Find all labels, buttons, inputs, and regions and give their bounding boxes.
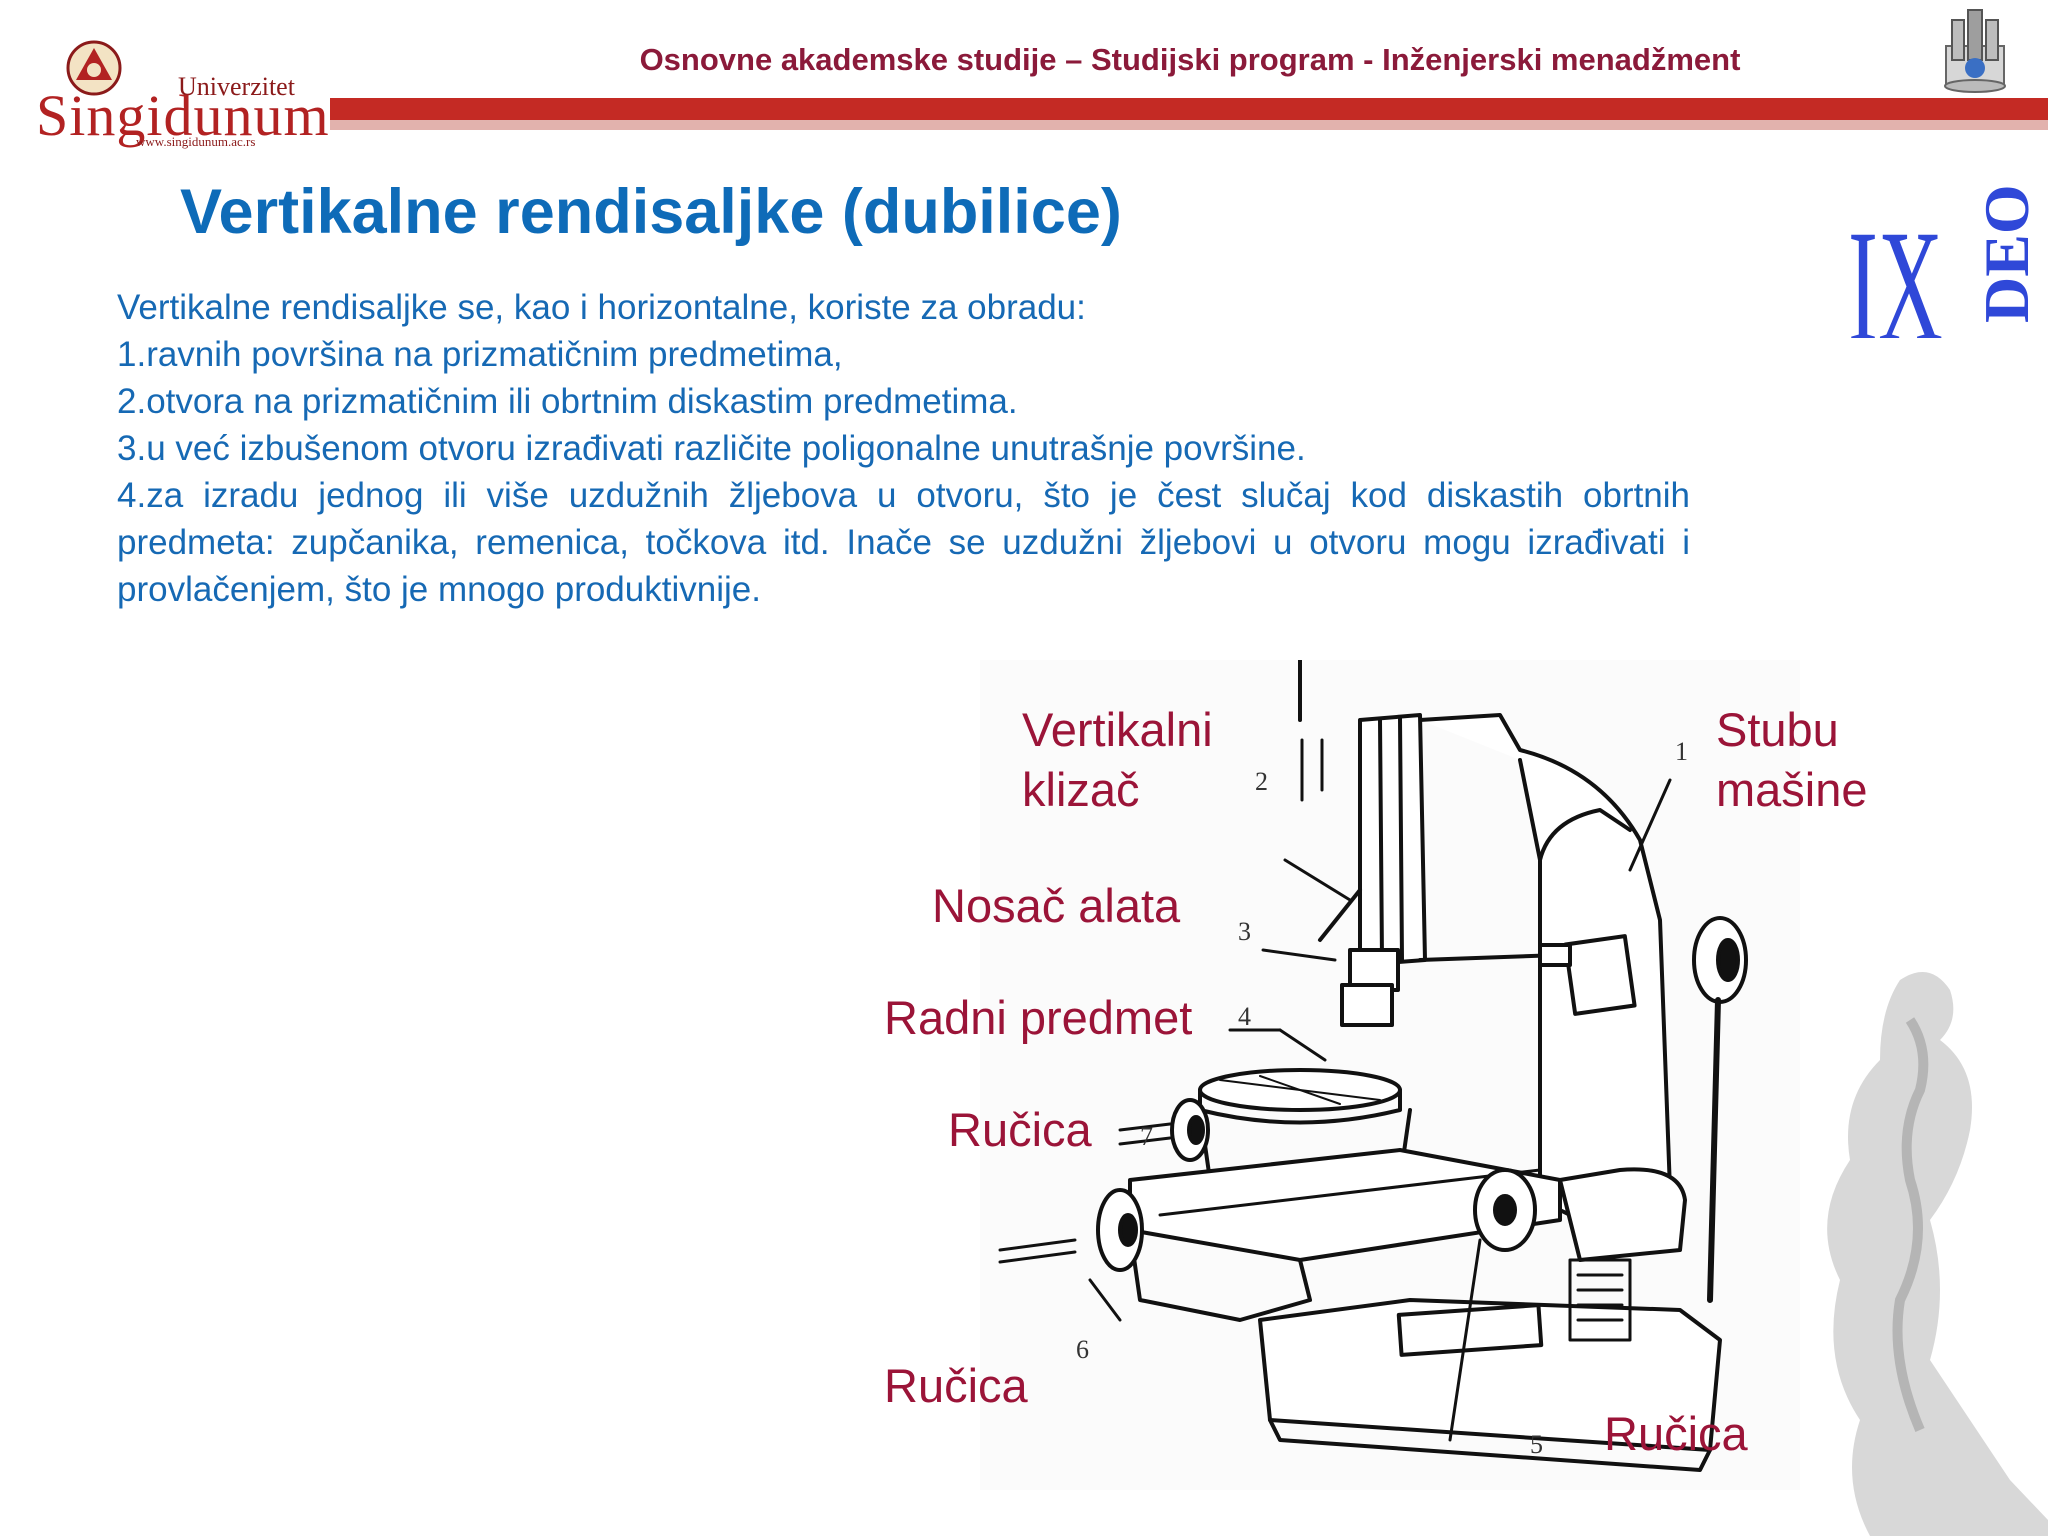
label-handle-6: Ručica	[884, 1359, 1028, 1412]
list-item-1: 1.ravnih površina na prizmatičnim predme…	[117, 335, 843, 374]
label-handle-5: Ručica	[1604, 1407, 1748, 1460]
header-bar	[330, 98, 2048, 130]
label-handle-7: Ručica	[948, 1103, 1092, 1156]
list-item-3: 3.u već izbušenom otvoru izrađivati razl…	[117, 429, 1306, 468]
callout-number-6: 6	[1076, 1335, 1089, 1364]
building-logo-icon	[1944, 9, 2006, 93]
slide-title: Vertikalne rendisaljke (dubilice)	[180, 177, 1122, 247]
logo-name-text: Singidunum	[36, 83, 330, 148]
callout-number-1: 1	[1675, 737, 1688, 766]
logo-univerzitet-text: Univerzitet	[178, 72, 295, 101]
label-column-line2: mašine	[1716, 763, 1868, 816]
list-item-4: 4.za izradu jednog ili više uzdužnih žlj…	[117, 476, 1690, 609]
intro-line: Vertikalne rendisaljke se, kao i horizon…	[117, 288, 1086, 327]
part-roman-text: IX	[1848, 197, 1943, 338]
list-item-2: 2.otvora na prizmatičnim ili obrtnim dis…	[117, 382, 1018, 421]
body-text: Vertikalne rendisaljke se, kao i horizon…	[117, 284, 1690, 613]
callout-number-3: 3	[1238, 917, 1251, 946]
callout-number-4: 4	[1238, 1002, 1251, 1031]
callout-number-5: 5	[1530, 1430, 1543, 1459]
program-title: Osnovne akademske studije – Studijski pr…	[639, 42, 1741, 77]
machine-drawing: 1 2 3 4 5 6 7	[980, 660, 1800, 1490]
logo-emblem-icon	[66, 40, 122, 96]
label-tool-holder: Nosač alata	[932, 879, 1181, 932]
university-logo	[66, 40, 122, 96]
logo-url-text: www.singidunum.ac.rs	[136, 134, 256, 149]
part-word-text: DEO	[1971, 184, 2040, 323]
callout-number-2: 2	[1255, 767, 1268, 796]
callout-number-7: 7	[1140, 1122, 1153, 1151]
label-vertical-slide-line2: klizač	[1022, 763, 1140, 816]
statue-watermark-icon	[1827, 972, 2048, 1536]
label-vertical-slide-line1: Vertikalni	[1022, 703, 1213, 756]
label-workpiece: Radni predmet	[884, 991, 1193, 1044]
label-column-line1: Stubu	[1716, 703, 1839, 756]
part-marker: IX DEO	[1848, 184, 2040, 338]
